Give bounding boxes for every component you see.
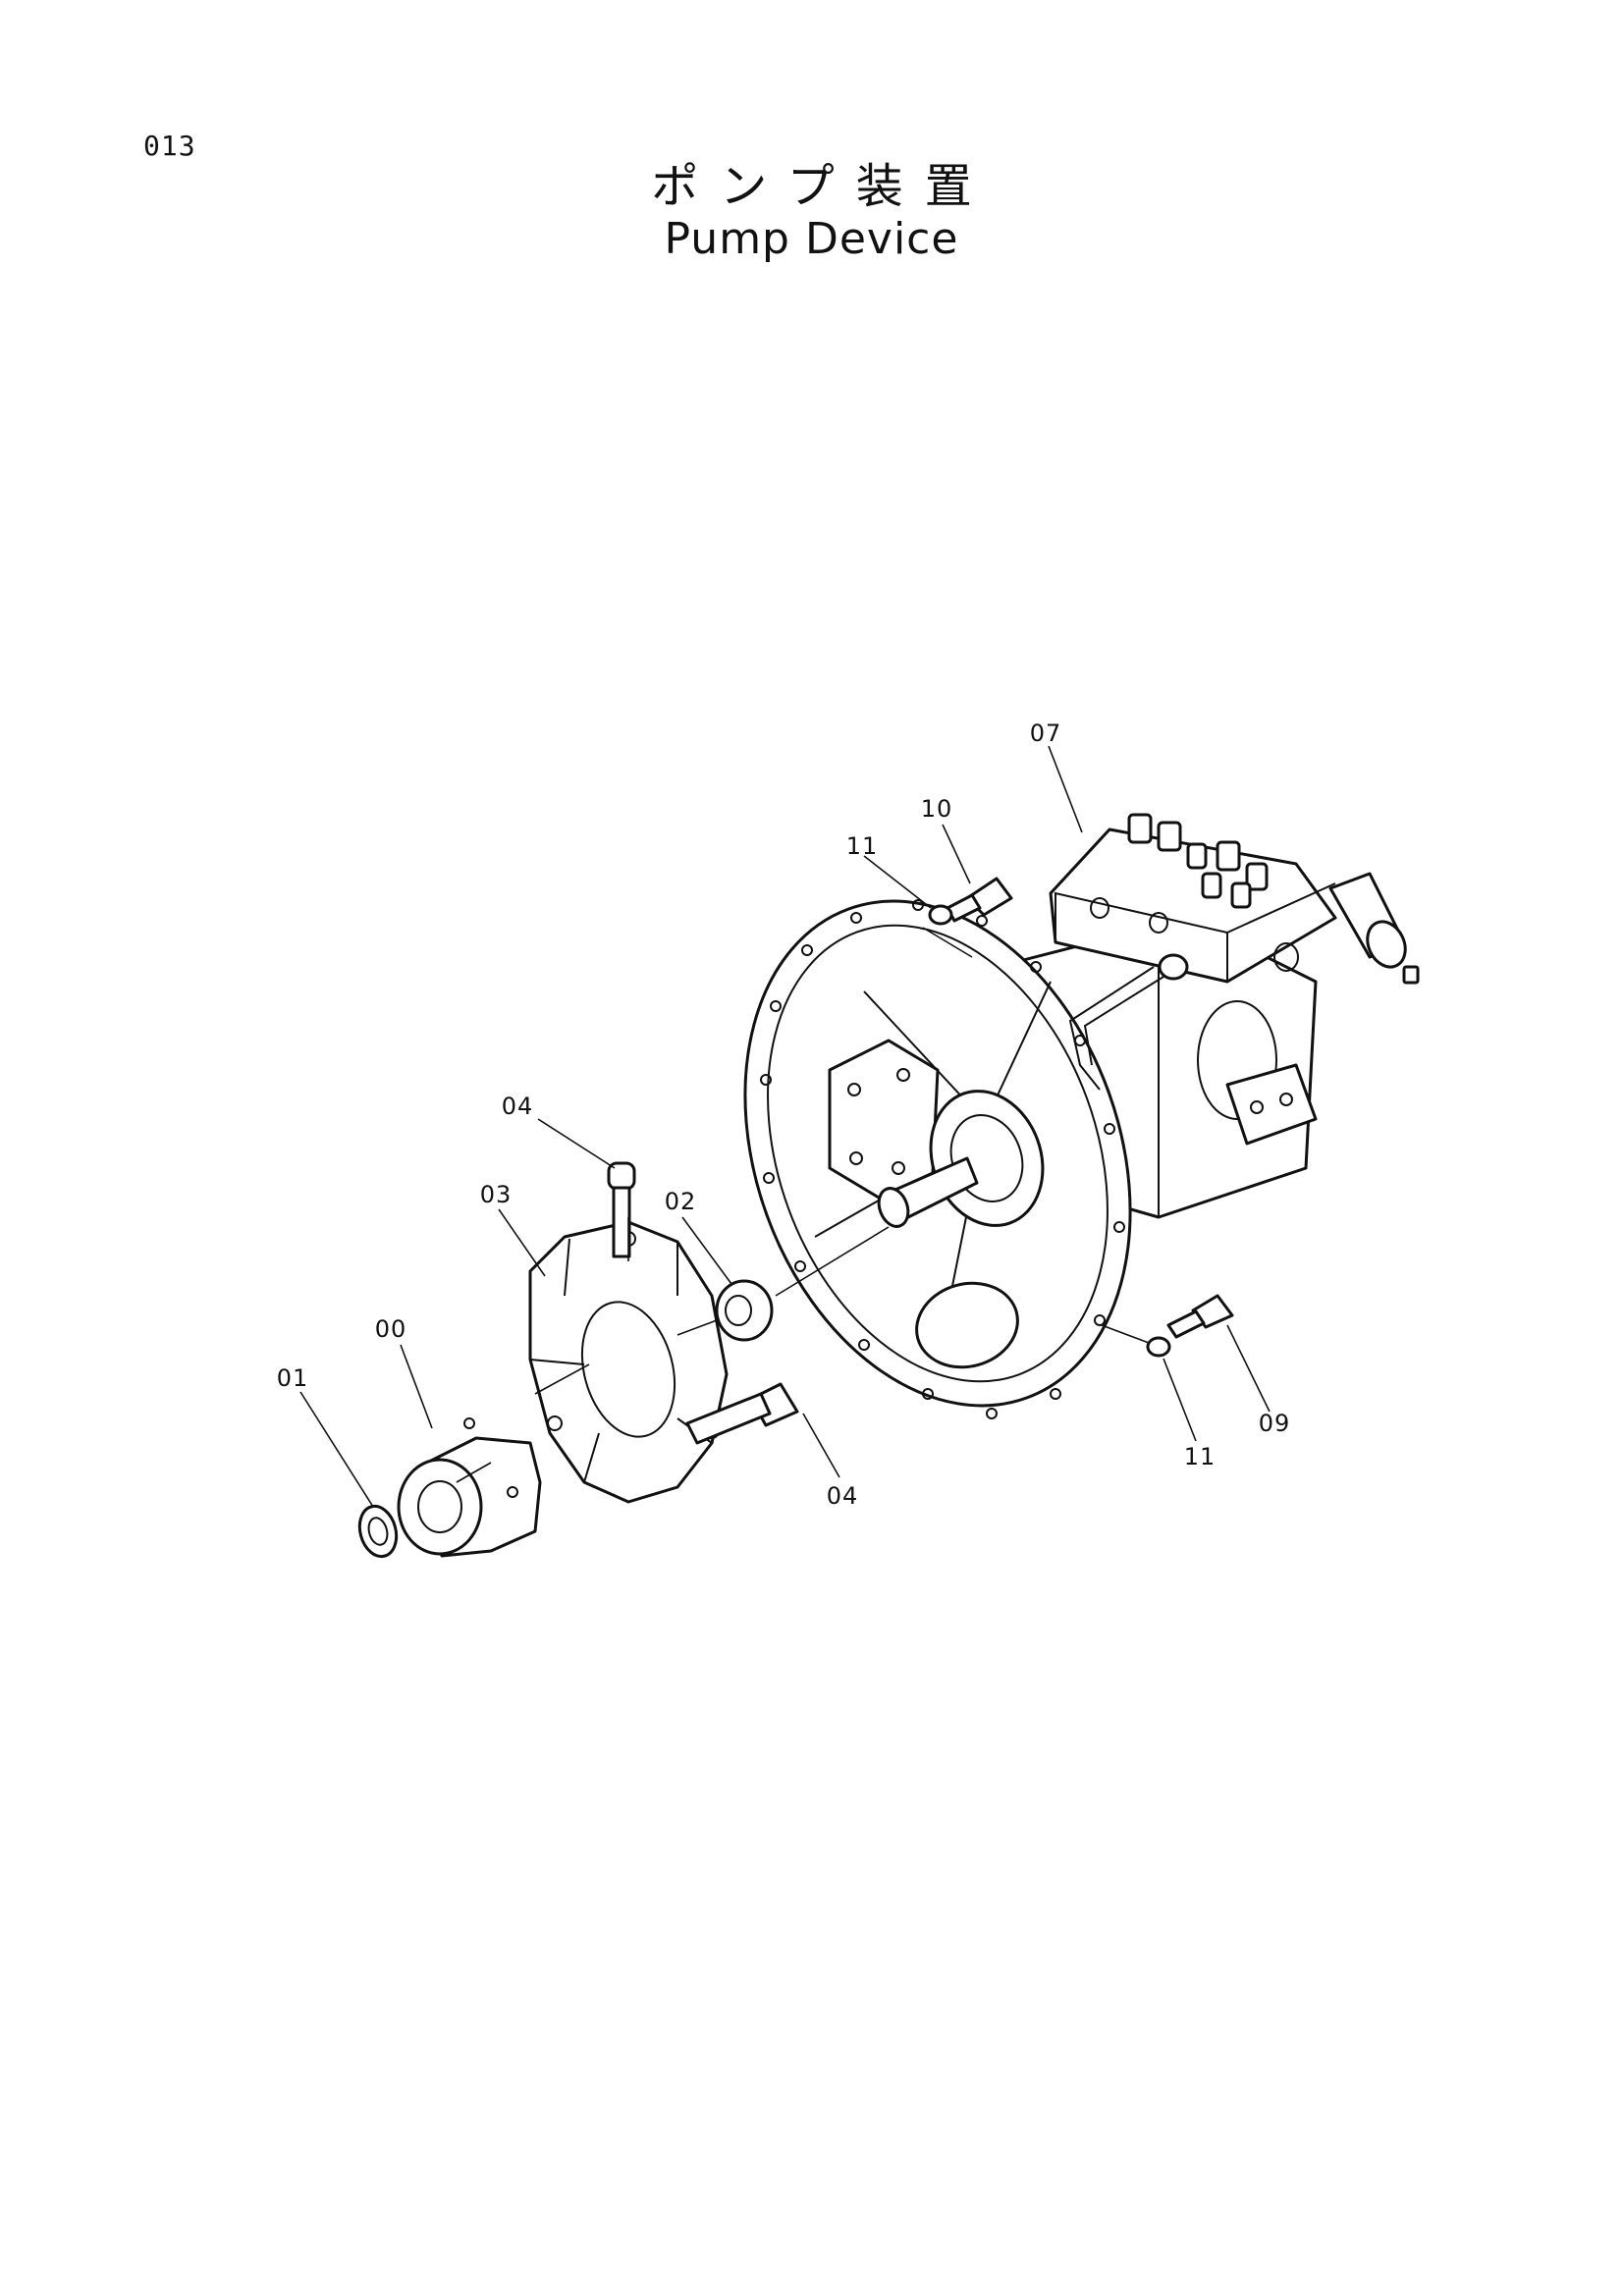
- callout-09: 09: [1259, 1410, 1291, 1437]
- callout-04-lower: 04: [827, 1482, 859, 1510]
- page-title-japanese: ポンプ装置: [651, 159, 994, 214]
- callout-07: 07: [1030, 720, 1062, 747]
- bolt-10: [946, 877, 1013, 923]
- callout-03: 03: [480, 1181, 513, 1208]
- leader-lines: [299, 745, 1271, 1508]
- valve-block: [1049, 813, 1420, 985]
- bolt-09: [1166, 1294, 1234, 1339]
- retaining-ring-01: [357, 1504, 399, 1559]
- callout-10: 10: [921, 795, 953, 823]
- callout-02: 02: [665, 1188, 697, 1215]
- pump-housing: [743, 899, 1318, 1419]
- callout-labels: 07 10 11 04 03 02 00 01 04 09 11: [277, 720, 1291, 1510]
- coupling-disc-03: [528, 1220, 729, 1504]
- washer-11-lower: [1146, 1336, 1171, 1358]
- callout-04-upper: 04: [502, 1093, 534, 1120]
- callout-11-upper: 11: [846, 832, 879, 860]
- ring-02: [715, 1279, 774, 1342]
- socket-bolt-04-lower: [685, 1382, 799, 1445]
- callout-11-lower: 11: [1184, 1443, 1217, 1470]
- page-title-english: Pump Device: [664, 214, 959, 264]
- washer-11-upper: [928, 904, 953, 926]
- callout-00: 00: [375, 1315, 407, 1343]
- socket-bolt-04-upper: [607, 1161, 636, 1258]
- callout-01: 01: [277, 1364, 309, 1392]
- coupling-hub-00: [397, 1417, 542, 1558]
- flange-bolt-holes: [760, 899, 1125, 1419]
- page-number: 013: [143, 130, 196, 162]
